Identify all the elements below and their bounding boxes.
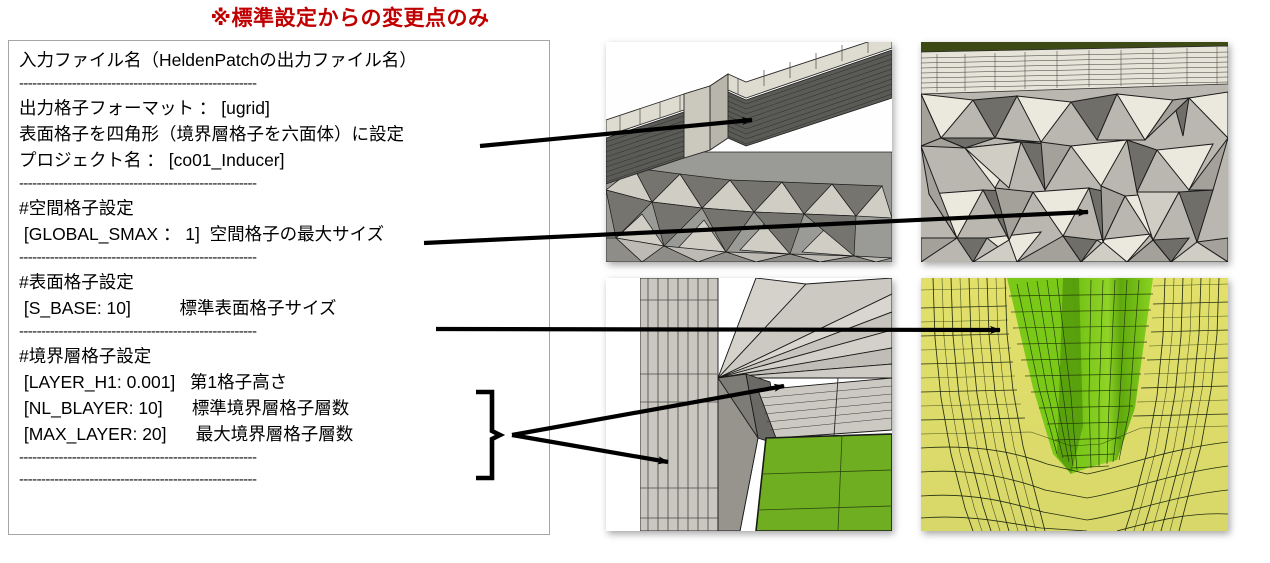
settings-line: #空間格子設定 [19,198,134,218]
mesh-render-top-right [921,42,1228,262]
settings-separator: ----------------------------------------… [19,323,257,340]
settings-separator: ----------------------------------------… [19,249,257,266]
settings-line: 表面格子を四角形（境界層格子を六面体）に設定 [19,124,404,144]
settings-line: 出力格子フォーマット ： [ugrid] [19,98,270,118]
mesh-render-top-left [606,42,892,262]
mesh-render-bottom-left [606,278,892,531]
page-title: ※標準設定からの変更点のみ [210,7,490,30]
settings-line: [NL_BLAYER: 10] 標準境界層格子層数 [19,398,350,418]
settings-separator: ----------------------------------------… [19,175,257,192]
settings-line: プロジェクト名 ： [co01_Inducer] [19,150,285,170]
image-blade-root-mesh-with-green-surface [606,278,892,531]
settings-line: [GLOBAL_SMAX ： 1] 空間格子の最大サイズ [19,224,385,244]
settings-separator: ----------------------------------------… [19,75,257,92]
settings-separator: ----------------------------------------… [19,471,257,488]
settings-line: [S_BASE: 10] 標準表面格子サイズ [19,298,337,318]
mesh-render-bottom-right [921,278,1228,531]
settings-line: [MAX_LAYER: 20] 最大境界層格子層数 [19,424,354,444]
image-boundary-layer-prism-mesh-cross-section [606,42,892,262]
settings-line: 入力ファイル名（HeldenPatchの出力ファイル名） [19,50,417,70]
settings-text-panel: 入力ファイル名（HeldenPatchの出力ファイル名） ------------… [8,40,550,535]
image-volume-tetrahedral-mesh-closeup [921,42,1228,262]
settings-line-list: 入力ファイル名（HeldenPatchの出力ファイル名） ------------… [19,47,545,491]
settings-line: #境界層格子設定 [19,346,152,366]
settings-separator: ----------------------------------------… [19,449,257,466]
image-inducer-blade-quad-surface-mesh [921,278,1228,531]
settings-line: [LAYER_H1: 0.001] 第1格子高さ [19,372,288,392]
settings-line: #表面格子設定 [19,272,134,292]
